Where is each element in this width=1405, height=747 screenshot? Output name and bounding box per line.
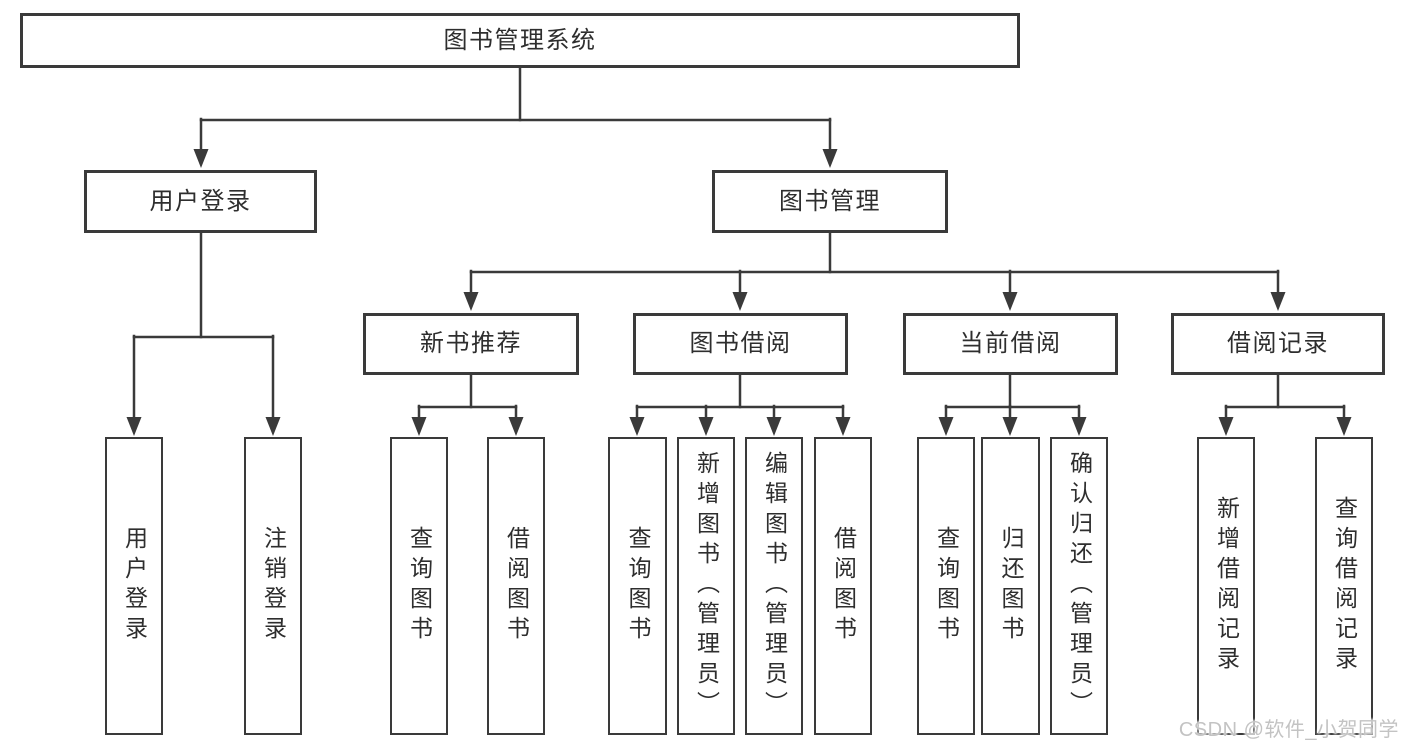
leaf-edit-book-admin-label: 编辑图书（管理员） [761,451,788,721]
leaf-user-login-label: 用户登录 [121,526,148,646]
leaf-logout-label: 注销登录 [260,526,287,646]
node-current-borrowing: 当前借阅 [903,313,1118,375]
leaf-borrow-books-1: 借阅图书 [487,437,545,735]
node-borrowing-records-label: 借阅记录 [1227,330,1329,357]
leaf-add-book-admin-label: 新增图书（管理员） [693,451,720,721]
leaf-user-login: 用户登录 [105,437,163,735]
leaf-add-book-admin: 新增图书（管理员） [677,437,735,735]
node-book-management-label: 图书管理 [779,187,881,215]
node-book-borrowing: 图书借阅 [633,313,848,375]
leaf-confirm-return-admin: 确认归还（管理员） [1050,437,1108,735]
leaf-confirm-return-admin-label: 确认归还（管理员） [1066,451,1093,721]
node-user-login: 用户登录 [84,170,317,233]
leaf-edit-book-admin: 编辑图书（管理员） [745,437,803,735]
leaf-query-borrow-record: 查询借阅记录 [1315,437,1373,735]
leaf-query-books-1-label: 查询图书 [406,526,433,646]
leaf-query-books-2-label: 查询图书 [625,526,651,646]
leaf-borrow-books-1-label: 借阅图书 [503,526,530,646]
leaf-add-borrow-record-label: 新增借阅记录 [1213,496,1240,676]
leaf-query-books-3-label: 查询图书 [933,526,960,646]
node-borrowing-records: 借阅记录 [1171,313,1385,375]
leaf-query-books-2: 查询图书 [608,437,667,735]
node-book-borrowing-label: 图书借阅 [689,330,792,357]
arrowheads [126,149,1352,436]
node-root-label: 图书管理系统 [443,26,597,54]
leaf-logout: 注销登录 [244,437,302,735]
node-new-book-recommend: 新书推荐 [363,313,579,375]
leaf-borrow-books-2: 借阅图书 [814,437,872,735]
node-book-management: 图书管理 [712,170,948,233]
leaf-borrow-books-2-label: 借阅图书 [830,526,857,646]
leaf-return-book-label: 归还图书 [998,526,1024,646]
leaf-return-book: 归还图书 [981,437,1040,735]
node-new-book-recommend-label: 新书推荐 [420,330,522,357]
node-user-login-label: 用户登录 [149,187,252,215]
watermark: CSDN @软件_小贺同学 [1178,719,1399,741]
leaf-query-books-1: 查询图书 [390,437,448,735]
node-current-borrowing-label: 当前借阅 [959,330,1062,357]
leaf-add-borrow-record: 新增借阅记录 [1197,437,1255,735]
leaf-query-books-3: 查询图书 [917,437,975,735]
leaf-query-borrow-record-label: 查询借阅记录 [1331,496,1358,676]
node-root: 图书管理系统 [20,13,1020,68]
